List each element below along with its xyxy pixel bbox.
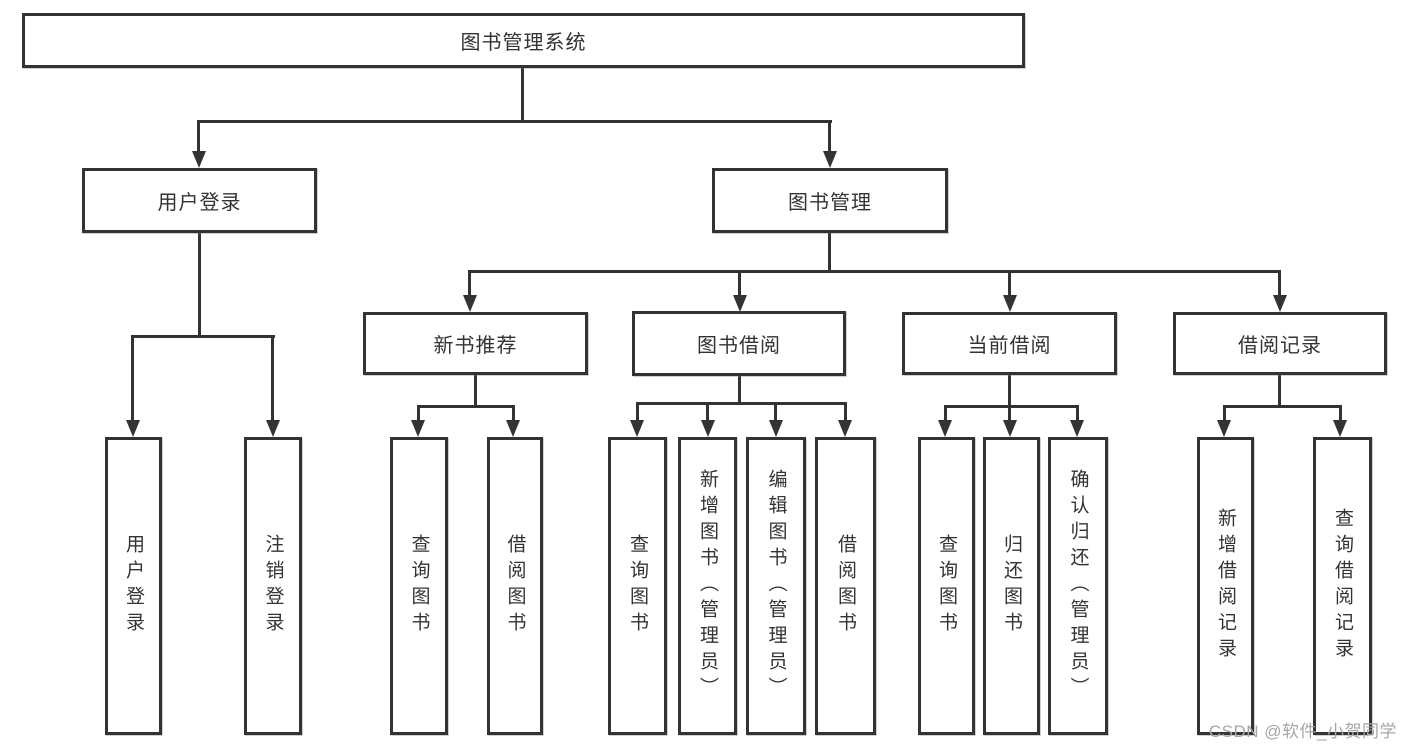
leaf-query-books-3: 查询图书 — [918, 437, 975, 735]
connector-line — [1278, 375, 1281, 405]
connector-line — [197, 120, 200, 152]
connector-line — [474, 375, 477, 405]
connector-line — [271, 335, 274, 421]
leaf-edit-book-admin-label: 编辑图书（管理员） — [765, 469, 787, 703]
leaf-borrow-books-2: 借阅图书 — [815, 437, 876, 735]
leaf-borrow-books-2-label: 借阅图书 — [835, 534, 856, 638]
arrow-down-icon — [938, 420, 952, 437]
node-borrowing-records: 借阅记录 — [1173, 312, 1387, 375]
node-current-borrowing-label: 当前借阅 — [967, 335, 1052, 357]
connector-line — [1008, 375, 1011, 405]
leaf-return-books: 归还图书 — [983, 437, 1040, 735]
leaf-user-login-label: 用户登录 — [123, 534, 144, 638]
arrow-down-icon — [1070, 420, 1084, 437]
arrow-down-icon — [769, 420, 783, 437]
connector-line — [521, 68, 524, 120]
leaf-query-books-1: 查询图书 — [390, 437, 448, 735]
connector-line — [738, 376, 741, 402]
connector-line — [417, 405, 420, 421]
leaf-add-book-admin: 新增图书（管理员） — [678, 437, 737, 735]
connector-line — [1278, 270, 1281, 296]
watermark: CSDN @软件_小贺同学 — [1208, 722, 1397, 741]
arrow-down-icon — [823, 151, 837, 168]
connector-line — [1076, 405, 1079, 421]
connector-line — [417, 405, 515, 408]
leaf-query-borrow-record-label: 查询借阅记录 — [1332, 508, 1353, 664]
connector-line — [132, 335, 275, 338]
connector-line — [198, 120, 832, 123]
node-current-borrowing: 当前借阅 — [902, 312, 1117, 375]
arrow-down-icon — [411, 420, 425, 437]
leaf-confirm-return-admin-label: 确认归还（管理员） — [1067, 469, 1089, 703]
connector-line — [944, 405, 947, 421]
arrow-down-icon — [463, 295, 477, 312]
arrow-down-icon — [838, 420, 852, 437]
arrow-down-icon — [733, 295, 747, 312]
arrow-down-icon — [1003, 295, 1017, 312]
leaf-query-books-1-label: 查询图书 — [408, 534, 430, 638]
connector-line — [1339, 405, 1342, 421]
arrow-down-icon — [192, 151, 206, 168]
arrow-down-icon — [506, 420, 520, 437]
node-book-management-label: 图书管理 — [788, 192, 872, 214]
arrow-down-icon — [126, 420, 140, 437]
connector-line — [468, 270, 1281, 273]
node-book-borrowing-label: 图书借阅 — [697, 335, 781, 357]
leaf-return-books-label: 归还图书 — [1001, 534, 1022, 638]
arrow-down-icon — [1003, 420, 1017, 437]
connector-line — [828, 120, 831, 152]
connector-line — [512, 405, 515, 421]
connector-line — [131, 335, 134, 421]
leaf-user-login: 用户登录 — [105, 437, 162, 735]
connector-line — [198, 233, 201, 335]
arrow-down-icon — [1273, 295, 1287, 312]
connector-line — [1223, 405, 1226, 421]
connector-line — [844, 402, 847, 421]
connector-line — [468, 270, 471, 296]
node-root-label: 图书管理系统 — [460, 32, 587, 54]
node-user-login: 用户登录 — [82, 168, 317, 233]
leaf-logout: 注销登录 — [244, 437, 302, 735]
node-book-management: 图书管理 — [712, 168, 948, 233]
connector-line — [636, 402, 639, 421]
leaf-confirm-return-admin: 确认归还（管理员） — [1048, 437, 1108, 735]
node-new-book-recommendation: 新书推荐 — [363, 312, 588, 375]
node-new-book-recommendation-label: 新书推荐 — [433, 335, 518, 357]
leaf-query-books-2: 查询图书 — [608, 437, 667, 735]
arrow-down-icon — [1217, 420, 1231, 437]
node-book-borrowing: 图书借阅 — [632, 311, 846, 376]
arrow-down-icon — [1333, 420, 1347, 437]
connector-line — [828, 233, 831, 270]
connector-line — [774, 402, 777, 421]
arrow-down-icon — [266, 420, 280, 437]
leaf-query-books-3-label: 查询图书 — [936, 534, 957, 638]
node-borrowing-records-label: 借阅记录 — [1238, 335, 1322, 357]
connector-line — [1008, 270, 1011, 296]
connector-line — [706, 402, 709, 421]
arrow-down-icon — [630, 420, 644, 437]
leaf-borrow-books-1: 借阅图书 — [487, 437, 543, 735]
leaf-borrow-books-1-label: 借阅图书 — [504, 534, 526, 638]
connector-line — [1223, 405, 1342, 408]
leaf-edit-book-admin: 编辑图书（管理员） — [746, 437, 806, 735]
leaf-query-borrow-record: 查询借阅记录 — [1313, 437, 1372, 735]
connector-line — [738, 270, 741, 296]
leaf-logout-label: 注销登录 — [262, 534, 284, 638]
leaf-add-borrow-record-label: 新增借阅记录 — [1215, 508, 1236, 664]
arrow-down-icon — [701, 420, 715, 437]
leaf-add-book-admin-label: 新增图书（管理员） — [697, 469, 718, 703]
leaf-add-borrow-record: 新增借阅记录 — [1197, 437, 1254, 735]
leaf-query-books-2-label: 查询图书 — [627, 534, 648, 638]
node-root: 图书管理系统 — [22, 13, 1025, 68]
connector-line — [1008, 405, 1011, 421]
connector-line — [636, 402, 847, 405]
connector-line — [944, 405, 1079, 408]
node-user-login-label: 用户登录 — [157, 192, 242, 214]
